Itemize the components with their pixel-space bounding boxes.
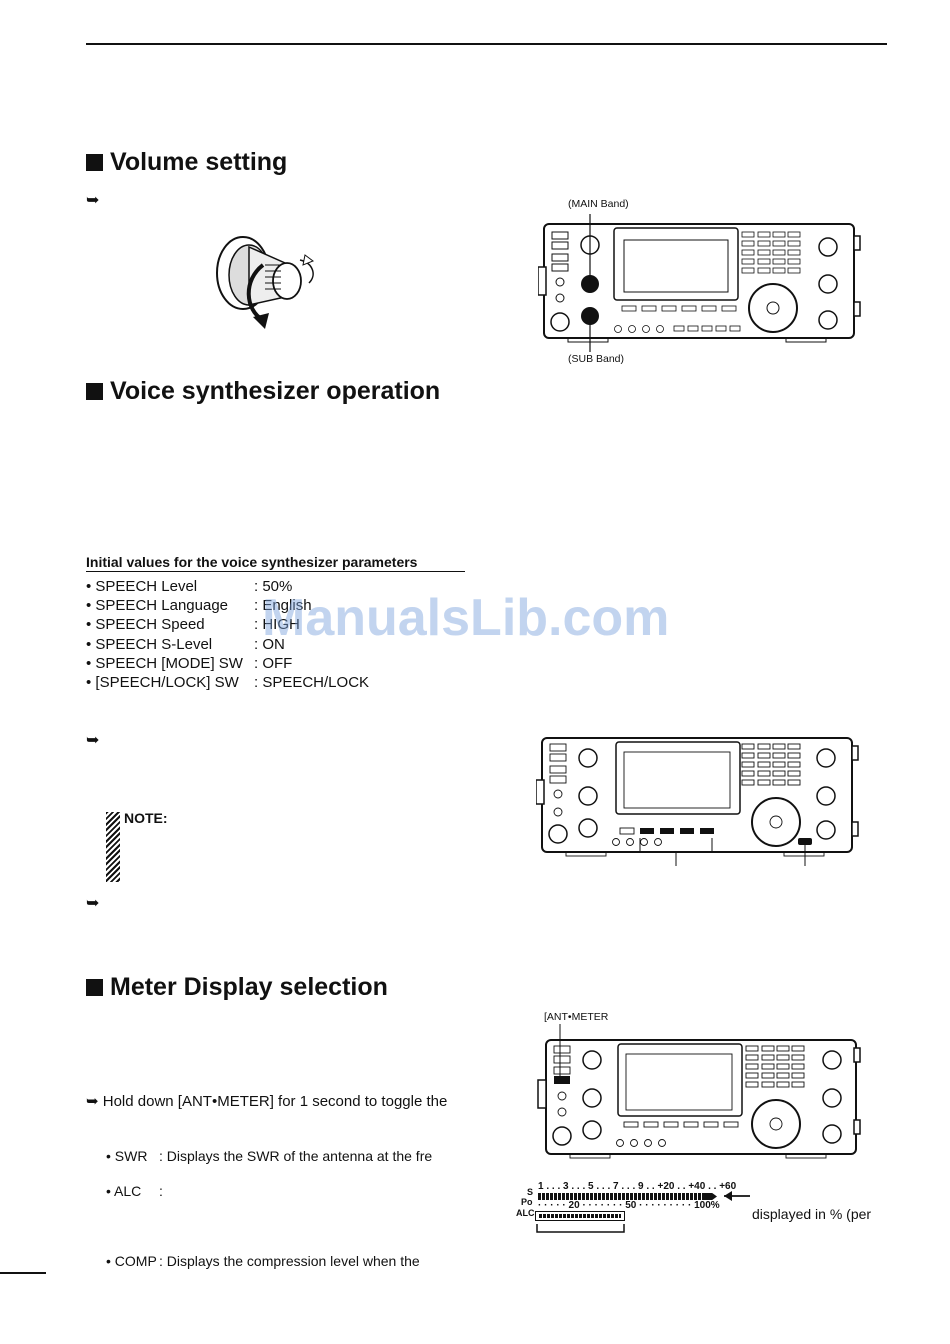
comp-key: • COMP <box>106 1253 157 1269</box>
main-band-label: (MAIN Band) <box>568 198 629 210</box>
alc-key: • ALC <box>106 1183 142 1199</box>
section-title: Meter Display selection <box>110 973 388 1001</box>
po-meter-scale: · · · · · 20 · · · · · · · 50 · · · · · … <box>538 1200 720 1211</box>
list-item: • SPEECH S-Level: ON <box>86 635 285 653</box>
section-title: Volume setting <box>110 148 288 176</box>
alc-label: ALC <box>516 1208 535 1218</box>
sub-band-label: (SUB Band) <box>568 353 625 365</box>
square-bullet-icon <box>86 154 103 171</box>
alc-meter-bar <box>535 1211 625 1221</box>
s-label: S <box>527 1187 534 1197</box>
list-item: • SPEECH [MODE] SW: OFF <box>86 654 293 672</box>
header-rule <box>86 43 887 45</box>
section-heading-voice: Voice synthesizer operation <box>86 377 440 406</box>
radio-front-panel-figure-1 <box>538 214 861 352</box>
section-title: Voice synthesizer operation <box>110 377 441 405</box>
initial-values-list: • SPEECH Level: 50% • SPEECH Language: E… <box>86 577 369 692</box>
percent-note: displayed in % (per <box>752 1206 872 1222</box>
note-label: NOTE: <box>124 810 168 826</box>
watermark: ManualsLib.com <box>262 589 670 647</box>
swr-desc: : Displays the SWR of the antenna at the… <box>159 1148 433 1164</box>
step-arrow-icon: ➥ <box>86 732 100 749</box>
list-item: • SPEECH Level: 50% <box>86 578 293 595</box>
hold-instruction: ➥ Hold down [ANT•METER] for 1 second to … <box>86 1093 448 1110</box>
radio-front-panel-figure-3 <box>537 1024 861 1159</box>
comp-desc: : Displays the compression level when th… <box>159 1253 420 1269</box>
footer-rule <box>0 1272 46 1274</box>
ant-meter-label: [ANT•METER <box>544 1011 609 1023</box>
step-arrow-icon: ➥ <box>86 895 100 912</box>
volume-knob-illustration <box>216 236 315 329</box>
radio-front-panel-figure-2 <box>536 737 859 866</box>
alc-meter-fill <box>539 1214 621 1218</box>
list-item: • [SPEECH/LOCK] SW: SPEECH/LOCK <box>86 674 370 692</box>
list-item: • SPEECH Speed: HIGH <box>86 616 300 634</box>
list-item: • SPEECH Language: English <box>86 597 312 615</box>
section-heading-meter: Meter Display selection <box>86 973 388 1002</box>
left-arrow-icon <box>724 1191 750 1201</box>
po-label: Po <box>521 1197 533 1207</box>
meter-bar-tip-icon <box>705 1193 717 1200</box>
square-bullet-icon <box>86 383 103 400</box>
section-heading-volume: Volume setting <box>86 148 287 177</box>
alc-bracket <box>536 1224 625 1233</box>
s-meter-scale: 1 . . . 3 . . . 5 . . . 7 . . . 9 . . +2… <box>538 1181 737 1192</box>
s-meter-bar <box>538 1193 708 1200</box>
initial-values-title: Initial values for the voice synthesizer… <box>86 554 465 572</box>
step-arrow-icon: ➥ <box>86 192 100 209</box>
square-bullet-icon <box>86 979 103 996</box>
swr-key: • SWR <box>106 1148 148 1164</box>
note-hatch-bar <box>106 812 120 882</box>
alc-desc: : <box>159 1183 163 1199</box>
